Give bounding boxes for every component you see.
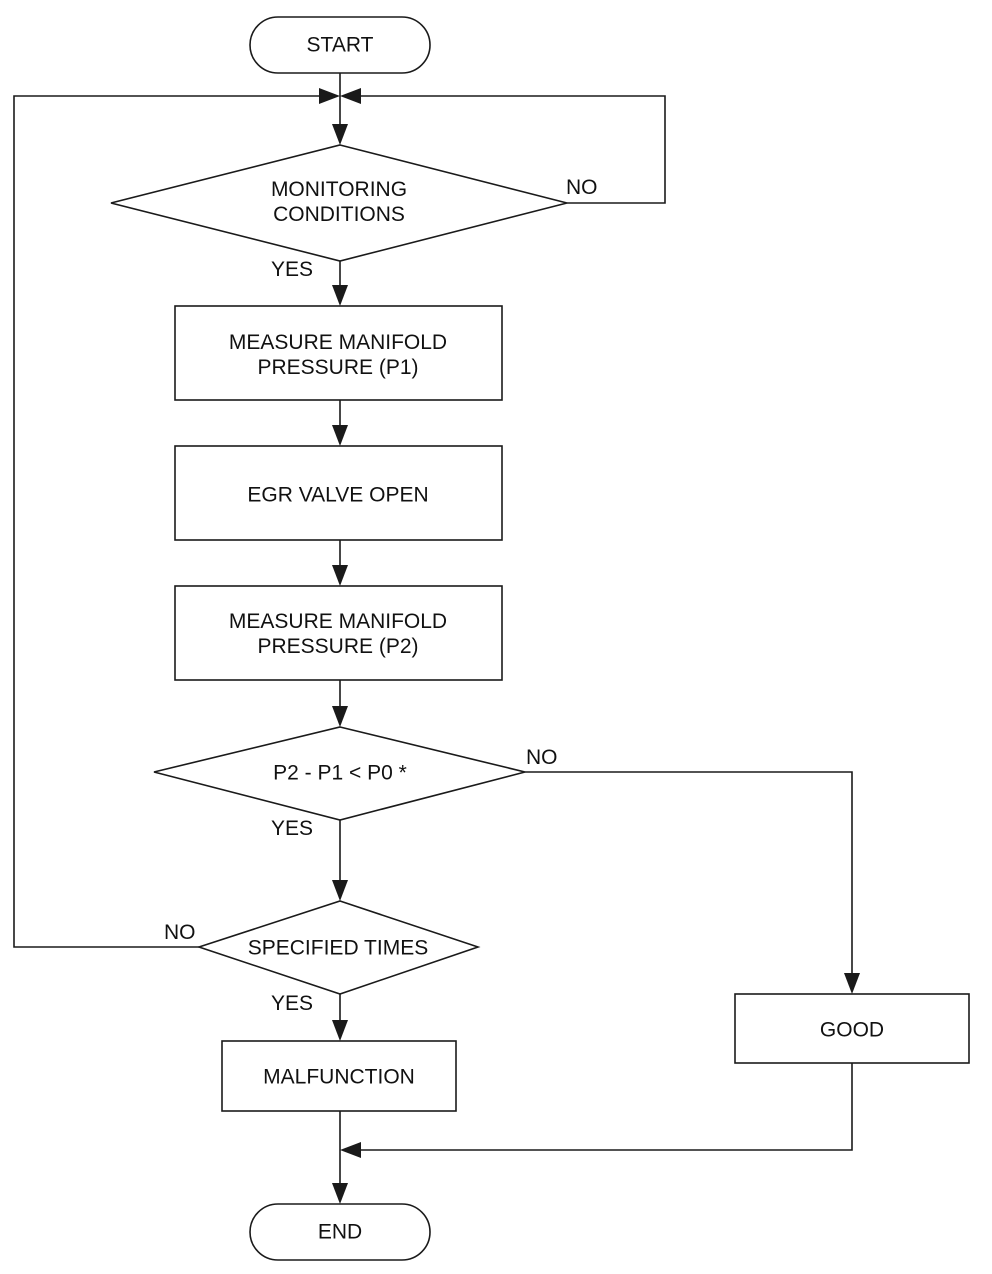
compare-no-label: NO [526, 746, 558, 769]
arrow-head [332, 565, 348, 586]
measure-p2-line1: MEASURE MANIFOLD [229, 610, 447, 633]
good-label: GOOD [820, 1019, 884, 1042]
arrow-head [332, 124, 348, 145]
egr-valve-process: EGR VALVE OPEN [174, 445, 503, 541]
specified-times-label: SPECIFIED TIMES [248, 937, 428, 960]
end-label: END [318, 1221, 362, 1244]
edge-compare-no-to-good [525, 771, 853, 974]
specified-no-label: NO [164, 921, 196, 944]
measure-p2-line2: PRESSURE (P2) [257, 635, 418, 658]
monitoring-yes-label: YES [271, 258, 313, 281]
start-label: START [307, 34, 374, 57]
arrow-head [332, 706, 348, 727]
arrow-head [332, 425, 348, 446]
arrow-head [319, 88, 340, 104]
arrow-head [332, 1183, 348, 1204]
compare-label: P2 - P1 < P0 * [273, 762, 407, 785]
compare-decision: P2 - P1 < P0 * [153, 726, 526, 821]
arrow-head [332, 1020, 348, 1041]
monitoring-no-label: NO [566, 176, 598, 199]
arrow-head [332, 285, 348, 306]
compare-yes-label: YES [271, 817, 313, 840]
egr-valve-label: EGR VALVE OPEN [247, 484, 428, 507]
measure-p1-line2: PRESSURE (P1) [257, 356, 418, 379]
start-node: START [249, 16, 431, 74]
arrow-head [340, 88, 361, 104]
edge-good-to-merge [360, 1063, 853, 1151]
arrow-head [332, 880, 348, 901]
monitoring-label-line1: MONITORING [271, 178, 407, 201]
measure-p1-line1: MEASURE MANIFOLD [229, 331, 447, 354]
monitoring-decision: MONITORING CONDITIONS [110, 144, 568, 262]
edge-specified-no-loop [13, 95, 320, 948]
edge-monitoring-no-loop [360, 95, 666, 204]
specified-times-decision: SPECIFIED TIMES [196, 900, 481, 995]
malfunction-label: MALFUNCTION [263, 1066, 415, 1089]
monitoring-label-line2: CONDITIONS [273, 203, 405, 226]
malfunction-process: MALFUNCTION [221, 1040, 457, 1112]
specified-yes-label: YES [271, 992, 313, 1015]
arrow-head [340, 1142, 361, 1158]
good-process: GOOD [734, 993, 970, 1064]
connectors [13, 73, 860, 1204]
arrow-head [844, 973, 860, 994]
measure-p2-process: MEASURE MANIFOLD PRESSURE (P2) [174, 585, 503, 681]
end-node: END [249, 1203, 431, 1261]
measure-p1-process: MEASURE MANIFOLD PRESSURE (P1) [174, 305, 503, 401]
